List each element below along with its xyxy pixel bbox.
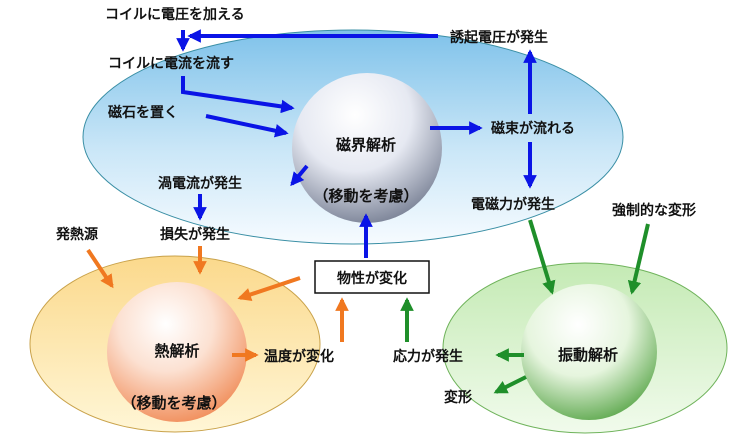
label-apply-voltage: コイルに電圧を加える [105,6,245,23]
label-property-change: 物性が変化 [337,270,407,287]
label-stress: 応力が発生 [393,348,463,365]
magnetic-flow-arrows [176,29,537,258]
label-deformation: 変形 [444,389,472,406]
structural-flow-arrows [400,219,650,394]
arrow-vibration-to-deformation [493,375,527,394]
magnetic-analysis-title: 磁界解析 [336,136,396,154]
thermal-analysis-title: 熱解析 [154,342,199,360]
arrow-forced-deformation-to-vibration [627,223,650,295]
label-temperature-change: 温度が変化 [264,348,334,365]
label-flux-flow: 磁束が流れる [491,120,575,137]
label-em-force: 電磁力が発生 [471,196,555,213]
arrow-magnet-to-field [205,114,289,138]
thermal-flow-arrows [86,246,349,362]
arrow-field-to-eddy [290,164,309,187]
vibration-analysis-sphere [521,284,657,420]
arrow-heat-source-to-thermal [86,248,114,289]
arrow-current-to-field [181,76,295,114]
arrow-em-force-to-vibration [528,219,556,295]
label-place-magnet: 磁石を置く [108,104,178,121]
thermal-analysis-subtitle: （移動を考慮） [121,394,226,412]
label-forced-deformation: 強制的な変形 [612,202,696,219]
thermal-analysis-sphere [107,282,247,422]
label-loss: 損失が発生 [160,226,230,243]
magnetic-analysis-sphere [292,73,442,223]
property-change-box [314,260,430,294]
vibration-analysis-title: 振動解析 [558,346,618,364]
arrow-property-to-thermal [237,276,301,302]
label-apply-current: コイルに電流を流す [108,55,234,72]
label-heat-source: 発熱源 [55,226,98,243]
label-eddy-current: 渦電流が発生 [158,175,242,192]
label-induced-voltage: 誘起電圧が発生 [450,29,548,46]
magnetic-analysis-subtitle: （移動を考慮） [313,187,418,205]
